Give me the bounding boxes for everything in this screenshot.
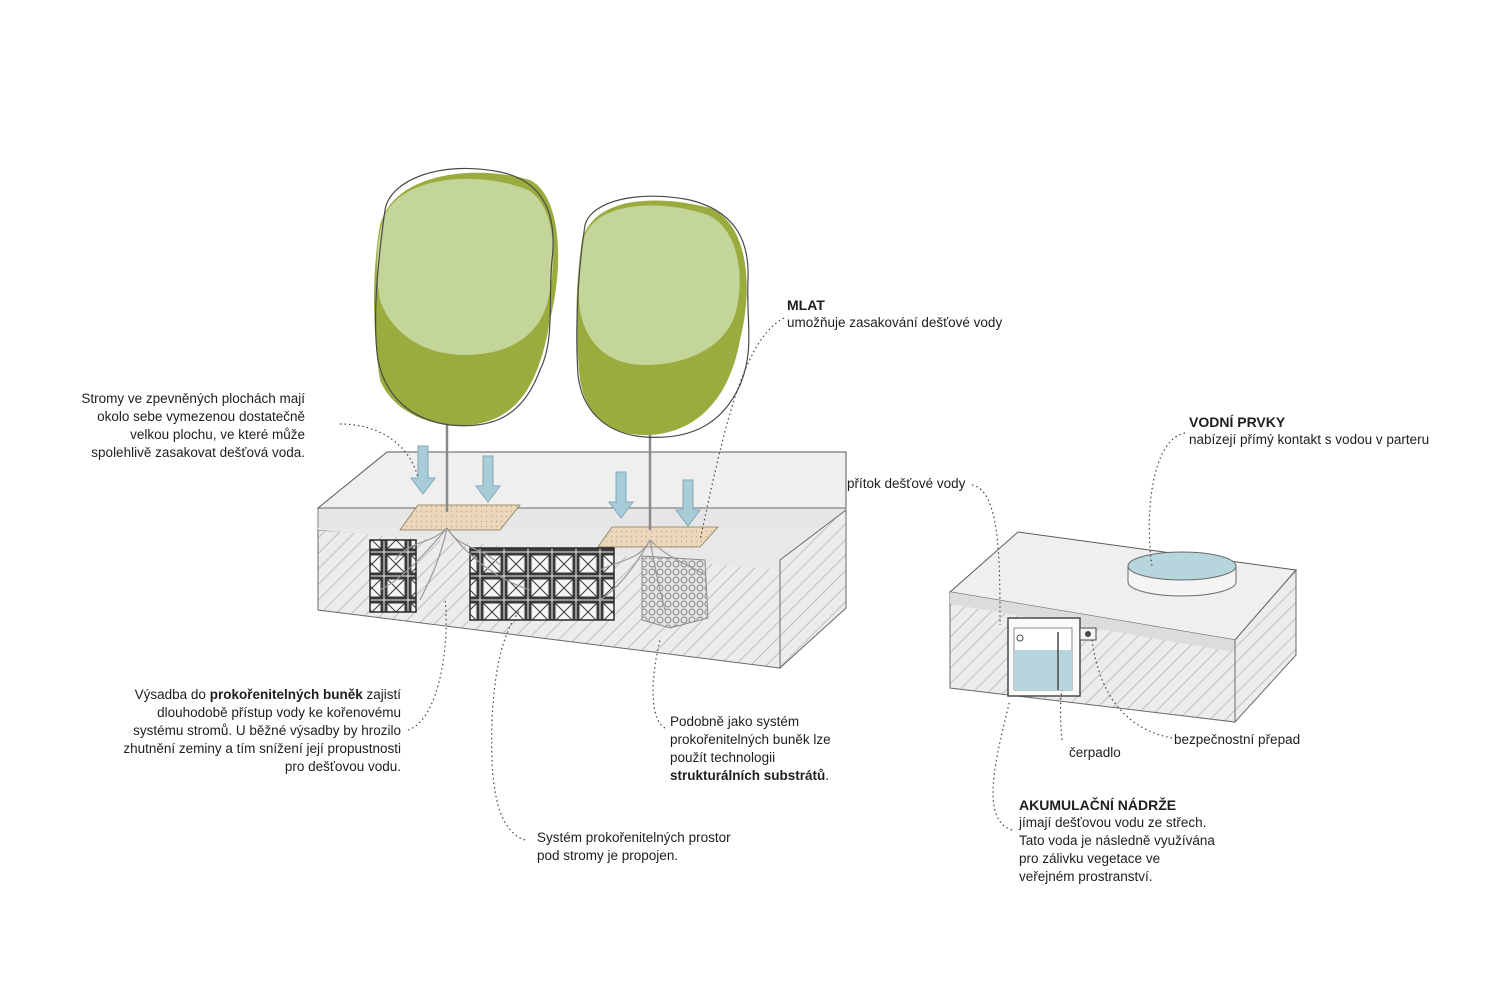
podobne-line: strukturálních substrátů. [670,767,831,785]
vysadba-bold: prokořenitelných buněk [209,687,363,702]
podobne-line: použít technologii [670,750,776,765]
akumulacni-line: Tato voda je následně využívána [1019,833,1215,848]
vysadba-label: Výsadba do prokořenitelných buněk zajist… [80,686,401,776]
akumulacni-line: veřejném prostranství. [1019,869,1153,884]
mlat-title: MLAT [787,297,825,313]
prepad-label: bezpečnostní přepad [1174,732,1301,747]
root-cells [369,539,615,621]
mlat-surface-left [399,504,719,548]
vysadba-line: dlouhodobě přístup vody ke kořenovému [157,705,401,720]
podobne-label: Podobně jako systém prokořenitelných bun… [670,713,831,785]
akumulacni-line: jímají dešťovou vodu ze střech. [1019,815,1207,830]
trees-area-label: Stromy ve zpevněných plochách mají okolo… [40,390,305,462]
vysadba-line: pro dešťovou vodu. [284,759,401,774]
vodni-prvky-title: VODNÍ PRVKY [1189,414,1286,430]
mlat-label: MLAT umožňuje zasakování dešťové vody [787,296,1002,332]
water-tank-icon [1007,617,1081,697]
water-feature-icon [1127,551,1237,597]
vysadba-pre: Výsadba do [134,687,210,702]
pritok-label: přítok dešťové vody [847,476,966,491]
akumulacni-line: pro zálivku vegetace ve [1019,851,1161,866]
system-line: pod stromy je propojen. [537,848,679,863]
akumulacni-title: AKUMULAČNÍ NÁDRŽE [1019,797,1177,813]
vysadba-line: systému stromů. U běžné výsadby by hrozi… [133,723,401,738]
leader-lines [339,317,1186,841]
trees-area-line: okolo sebe vymezenou dostatečně [97,409,305,424]
podobne-suffix: . [825,768,830,783]
mlat-text: umožňuje zasakování dešťové vody [787,315,1003,330]
system-label: Systém prokořenitelných prostor pod stro… [537,829,731,865]
podobne-bold: strukturálních substrátů [670,768,826,783]
structural-substrate [641,555,709,629]
vysadba-line: Výsadba do prokořenitelných buněk zajist… [80,686,401,704]
rain-arrow-icon [410,445,701,527]
tree-icon [576,195,750,530]
akumulacni-label: AKUMULAČNÍ NÁDRŽE jímají dešťovou vodu z… [1019,796,1215,886]
tree-roots [379,527,706,611]
trees-area-line: spolehlivě zasakovat dešťová voda. [91,445,305,460]
vodni-prvky-text: nabízejí přímý kontakt s vodou v parteru [1189,432,1430,447]
pump-icon [1079,627,1097,641]
vysadba-post: zajistí [362,687,401,702]
system-line: Systém prokořenitelných prostor [537,830,731,845]
vodni-prvky-label: VODNÍ PRVKY nabízejí přímý kontakt s vod… [1189,413,1429,449]
tree-icon [374,167,559,512]
podobne-line: Podobně jako systém [670,714,800,729]
vysadba-line: zhutnění zeminy a tím snížení její propu… [123,741,401,756]
podobne-line: prokořenitelných buněk lze [670,732,831,747]
cerpadlo-label: čerpadlo [1069,745,1121,760]
right-ground-block [948,531,1297,724]
trees-area-line: velkou plochu, ve které může [130,427,305,442]
trees-area-line: Stromy ve zpevněných plochách mají [81,391,305,406]
